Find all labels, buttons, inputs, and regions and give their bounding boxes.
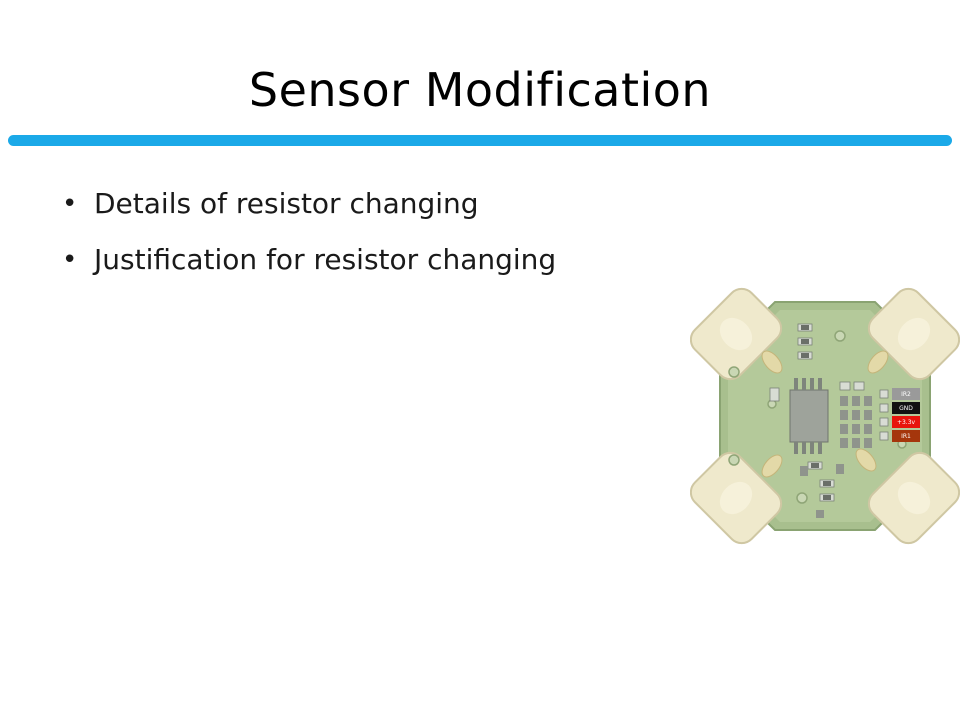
title-accent-bar [8,135,952,146]
pin-label-3v3: +3.3v [897,419,916,426]
slide-title: Sensor Modification [248,63,712,117]
sensor-pcb-image: IR2 GND +3.3v IR1 [690,284,960,548]
pin-label-ir1: IR1 [901,433,911,440]
pin-gnd [892,402,920,414]
pin-label-gnd: GND [899,405,913,412]
sensor-pcb-drawing: IR2 GND +3.3v IR1 [690,287,960,545]
ir-sensor-top-right [867,287,960,381]
pin-label-ir2: IR2 [901,391,911,398]
pin-ir2 [892,388,920,400]
ir-sensor-top-left [690,287,783,381]
pin-3v3 [892,416,920,428]
pin-header: IR2 GND +3.3v IR1 [879,388,920,442]
smd-components [769,323,872,518]
solder-pads [761,350,889,478]
ir-sensor-bottom-right [867,451,960,545]
pin-ir1 [892,430,920,442]
ir-sensor-bottom-left [690,451,783,545]
ic-chip [789,378,829,454]
bullet-item-resistor-justification: Justification for resistor changing [62,232,556,288]
bullet-item-resistor-details: Details of resistor changing [62,176,556,232]
bullet-list: Details of resistor changing Justificati… [62,176,556,288]
